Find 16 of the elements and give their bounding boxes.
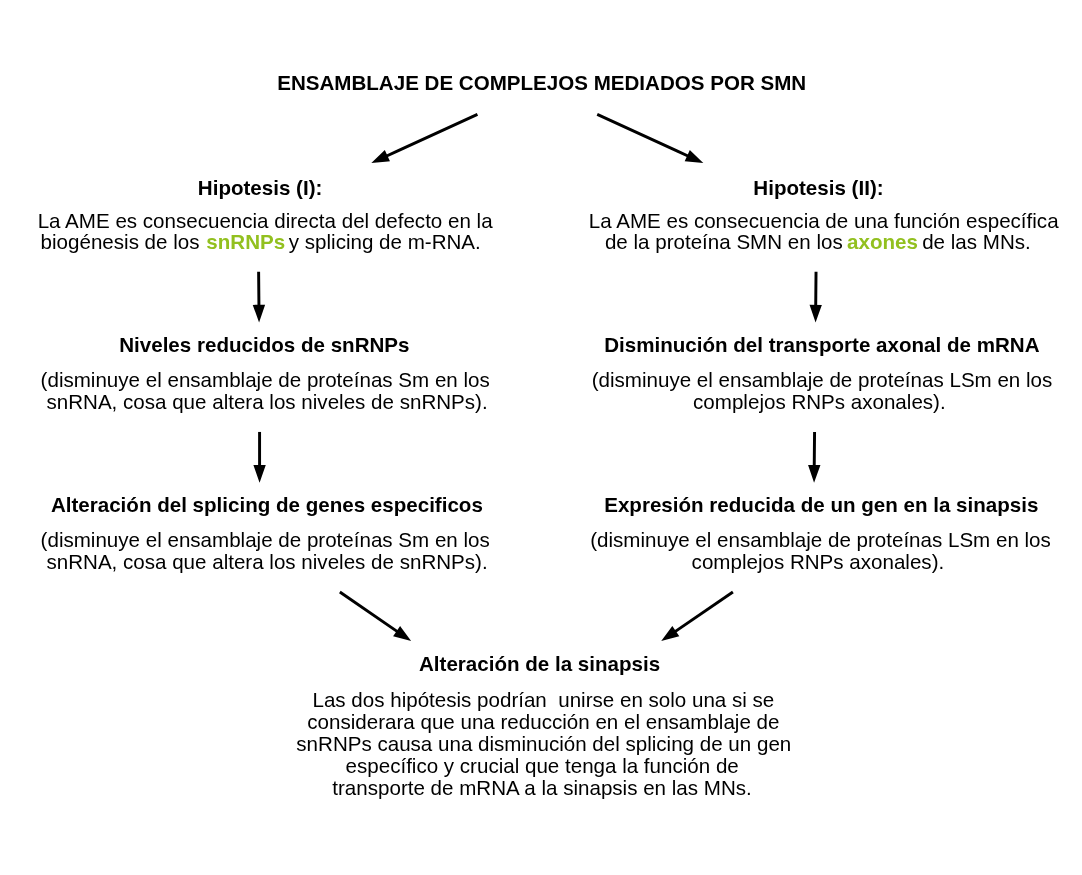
node-text: Expresión reducida de un gen en la sinapsis (disminuye el ensamblaje de proteínas LSm en los complejos RNPs axonales). — [590, 493, 1051, 574]
arrow — [596, 113, 704, 163]
node-text: Disminución del transporte axonal de mRNA (disminuye el ensamblaje de proteínas LSm en los complejos RNPs axonales). — [591, 332, 1053, 414]
node-text: Alteración del splicing de genes especificos (disminuye el ensamblaje de proteínas Sm en los snRNA, cosa que altera los niveles de snRNPs). — [40, 493, 490, 574]
arrow — [253, 431, 266, 483]
arrow — [661, 590, 734, 642]
node-text: Alteración de la sinapsis Las dos hipótesis podrían unirse en solo una si se considerara que una reducción en el ensamblaje de snRNPs causa una disminución del splicing de un gen específico y crucial que tenga la función de transporte de mRNA a la sinapsis en las MNs. — [296, 652, 792, 799]
arrow — [808, 431, 821, 483]
arrow — [339, 590, 412, 642]
node-text: Hipotesis (I): La AME es consecuencia directa del defecto en la biogénesis de los snRNPs y splicing de m-RNA. — [37, 175, 493, 253]
arrow — [371, 113, 479, 163]
arrow — [252, 271, 266, 323]
arrow — [809, 271, 822, 323]
node-text: Niveles reducidos de snRNPs (disminuye el ensamblaje de proteínas Sm en los snRNA, cosa que altera los niveles de snRNPs). — [40, 332, 490, 414]
node-text: Hipotesis (II): La AME es consecuencia de una función específica de la proteína SMN en los axones de las MNs. — [588, 175, 1059, 253]
node-text: ENSAMBLAJE DE COMPLEJOS MEDIADOS POR SMN — [277, 71, 807, 95]
